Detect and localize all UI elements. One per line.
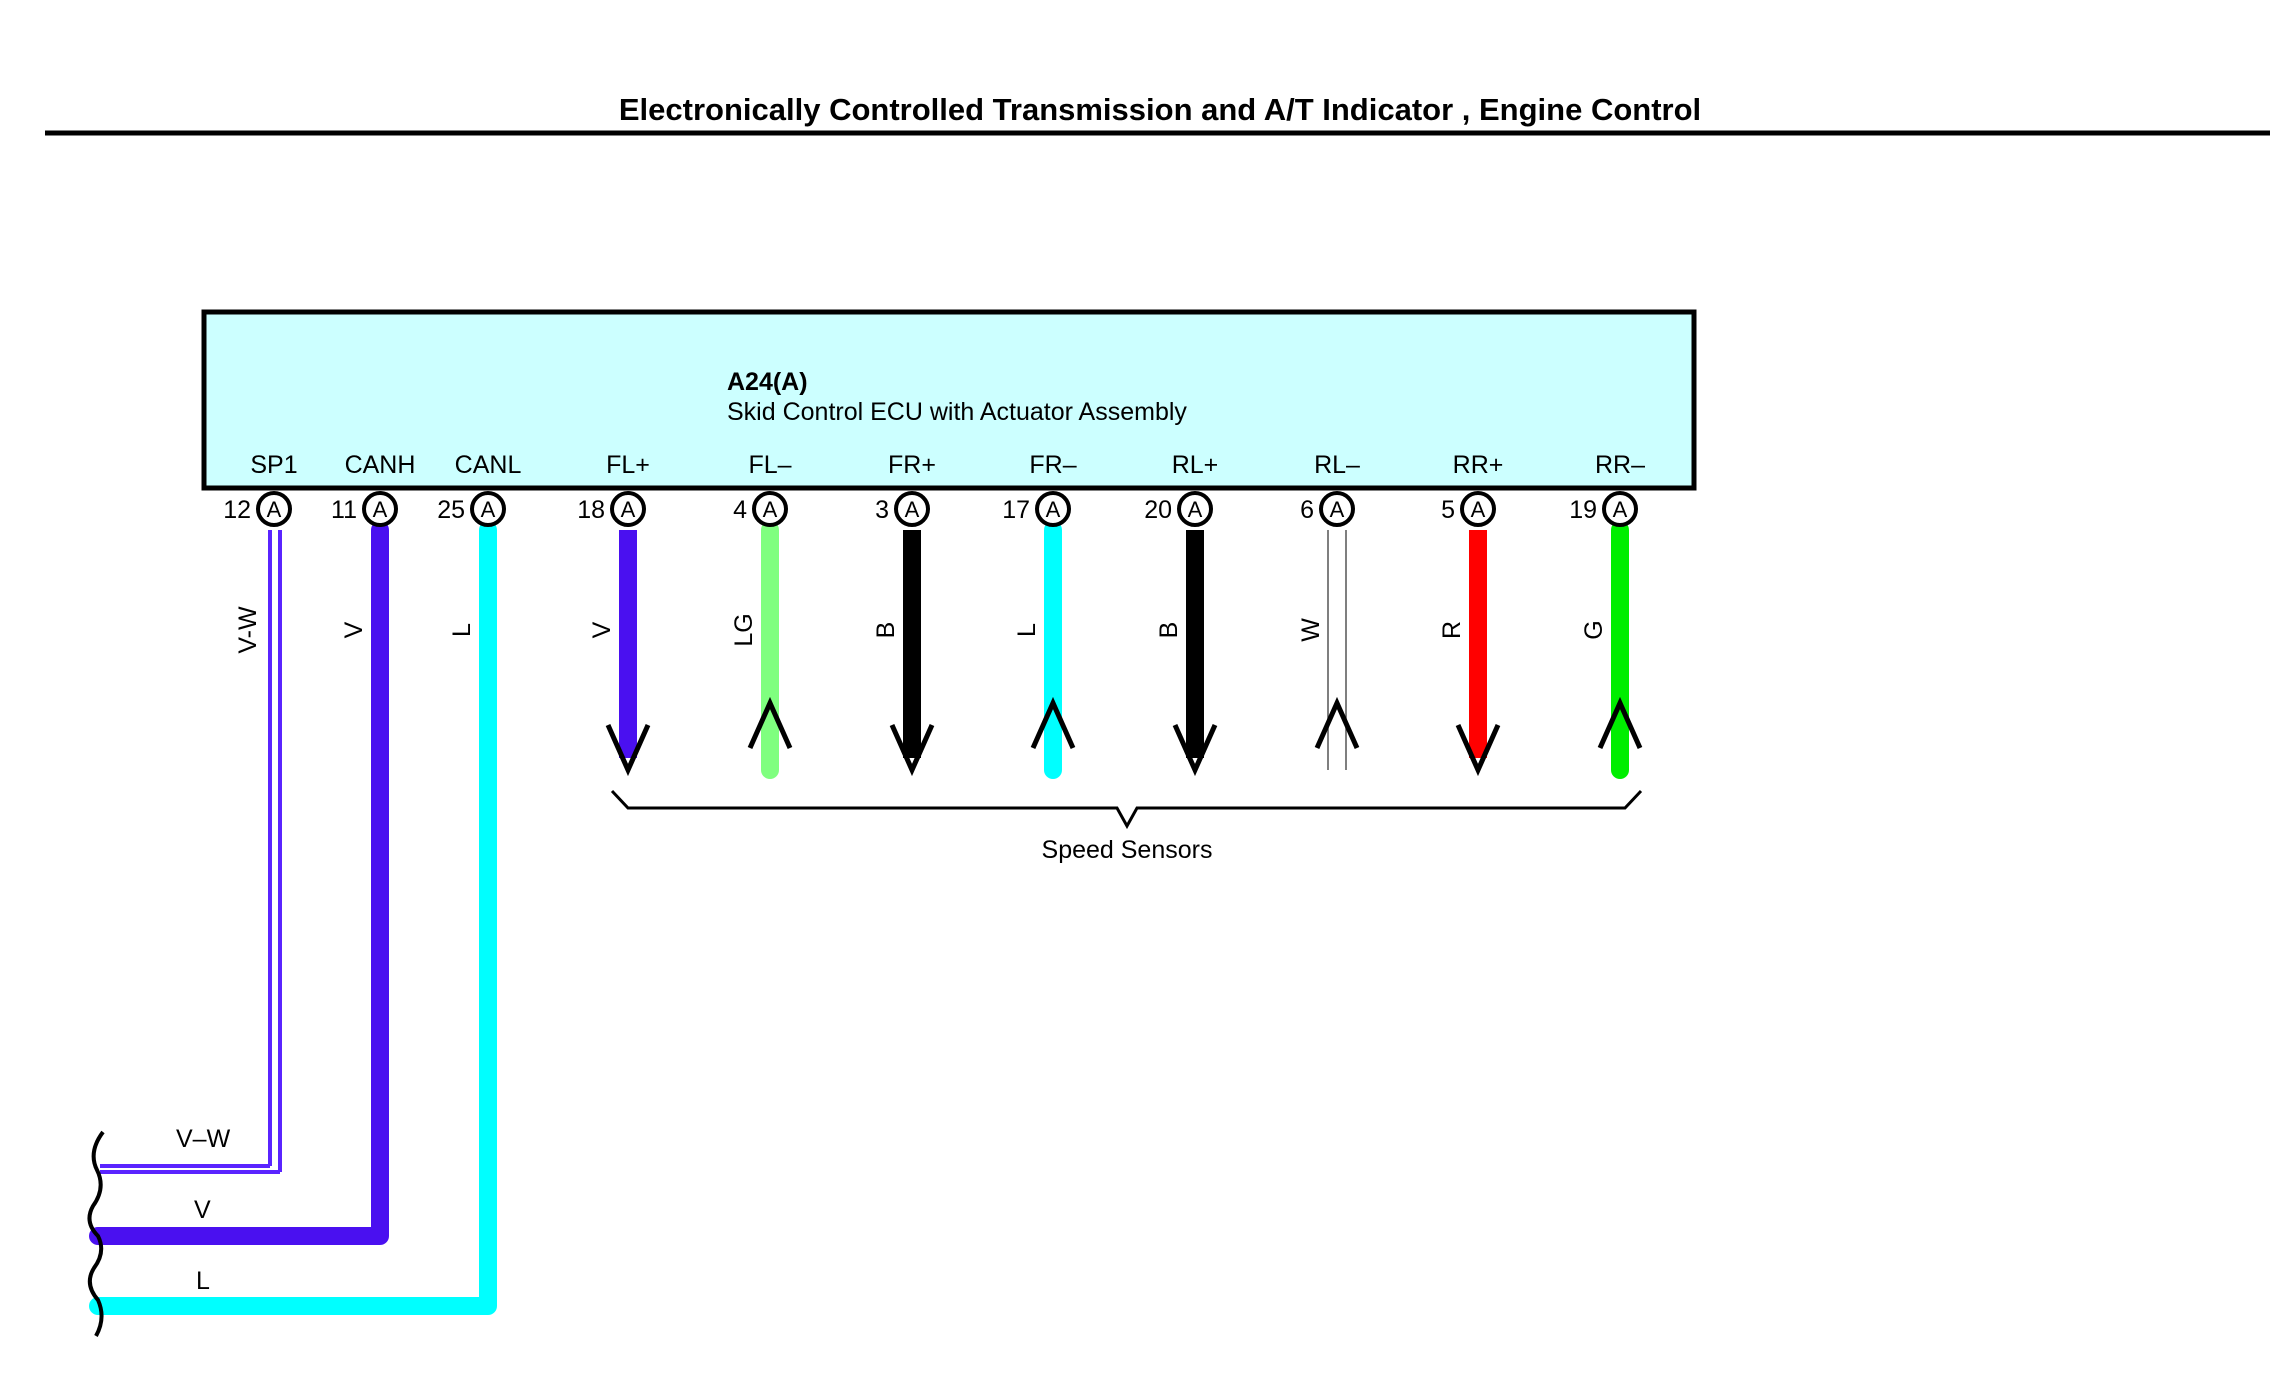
terminal-name: CANL xyxy=(455,451,522,479)
pin-number: 5 xyxy=(1441,496,1455,524)
terminal-name: RL– xyxy=(1314,451,1360,479)
pin-connector-circle xyxy=(1177,491,1213,527)
pin-connector-letter: A xyxy=(481,497,496,522)
arrow-up-icon xyxy=(1597,696,1643,750)
pin-connector-circle xyxy=(362,491,398,527)
terminal-name: FL+ xyxy=(606,451,650,479)
ecu-name: Skid Control ECU with Actuator Assembly xyxy=(727,398,1187,426)
arrow-down-icon xyxy=(1455,723,1501,777)
terminal-name: RR+ xyxy=(1453,451,1504,479)
terminal-name: CANH xyxy=(345,451,416,479)
pin-number: 20 xyxy=(1144,496,1172,524)
wire-canl xyxy=(89,521,497,1315)
terminal-name: FR– xyxy=(1029,451,1076,479)
pin-connector-letter: A xyxy=(905,497,920,522)
left-wire-label-v: V xyxy=(194,1196,211,1224)
pin-connector-circle xyxy=(256,491,292,527)
wire-canh xyxy=(89,521,389,1245)
terminal-name: SP1 xyxy=(250,451,297,479)
terminals-group: SP1A12CANHA11CANLA25FL+A18FL–A4FR+A3FR–A… xyxy=(223,451,1645,527)
pin-connector-letter: A xyxy=(1471,497,1486,522)
wire-color-label: W xyxy=(1297,618,1325,642)
pin-connector-letter: A xyxy=(621,497,636,522)
pin-connector-circle xyxy=(752,491,788,527)
pin-connector-letter: A xyxy=(763,497,778,522)
pin-connector-circle xyxy=(1035,491,1071,527)
wire-color-label: LG xyxy=(730,613,758,646)
pin-number: 11 xyxy=(331,496,357,524)
arrow-down-icon xyxy=(605,723,651,777)
wires-group: V-W V L V LG B L B W R G xyxy=(89,521,1643,1315)
arrow-down-icon xyxy=(1172,723,1218,777)
left-wire-label-vw: V–W xyxy=(176,1125,231,1153)
wire-color-label: L xyxy=(1013,623,1041,637)
pin-number: 19 xyxy=(1569,496,1597,524)
pin-connector-circle xyxy=(610,491,646,527)
pin-number: 18 xyxy=(577,496,605,524)
pin-connector-circle xyxy=(894,491,930,527)
pin-connector-letter: A xyxy=(1330,497,1345,522)
arrow-up-icon xyxy=(747,696,793,750)
terminal-name: FL– xyxy=(748,451,791,479)
cut-mark xyxy=(87,1130,105,1337)
arrow-down-icon xyxy=(889,723,935,777)
wire-color-label: V-W xyxy=(234,606,262,654)
pin-connector-circle xyxy=(470,491,506,527)
pin-number: 25 xyxy=(437,496,465,524)
pin-connector-circle xyxy=(1319,491,1355,527)
speed-sensors-brace xyxy=(610,789,1643,830)
wire-color-label: B xyxy=(872,622,900,639)
terminal-name: RR– xyxy=(1595,451,1645,479)
pin-connector-letter: A xyxy=(267,497,282,522)
wire-color-label: V xyxy=(588,621,616,638)
wire-color-label: B xyxy=(1155,622,1183,639)
pin-number: 3 xyxy=(875,496,889,524)
left-wire-label-l: L xyxy=(196,1267,210,1295)
diagram-title: Electronically Controlled Transmission a… xyxy=(619,92,1701,127)
pin-number: 4 xyxy=(733,496,747,524)
wire-color-label: R xyxy=(1438,621,1466,639)
arrow-up-icon xyxy=(1314,696,1360,750)
pin-number: 6 xyxy=(1300,496,1314,524)
wire-color-label: G xyxy=(1580,620,1608,639)
speed-sensors-label: Speed Sensors xyxy=(1042,836,1213,864)
terminal-name: FR+ xyxy=(888,451,936,479)
pin-connector-letter: A xyxy=(373,497,388,522)
pin-number: 17 xyxy=(1002,496,1030,524)
pin-connector-circle xyxy=(1460,491,1496,527)
pin-connector-letter: A xyxy=(1188,497,1203,522)
pin-connector-circle xyxy=(1602,491,1638,527)
ecu-code: A24(A) xyxy=(727,368,808,396)
pin-connector-letter: A xyxy=(1613,497,1628,522)
pin-connector-letter: A xyxy=(1046,497,1061,522)
ecu-box xyxy=(201,309,1697,491)
pin-number: 12 xyxy=(223,496,251,524)
terminal-name: RL+ xyxy=(1172,451,1219,479)
arrow-up-icon xyxy=(1030,696,1076,750)
wire-color-label: L xyxy=(448,623,476,637)
wire-color-label: V xyxy=(340,621,368,638)
